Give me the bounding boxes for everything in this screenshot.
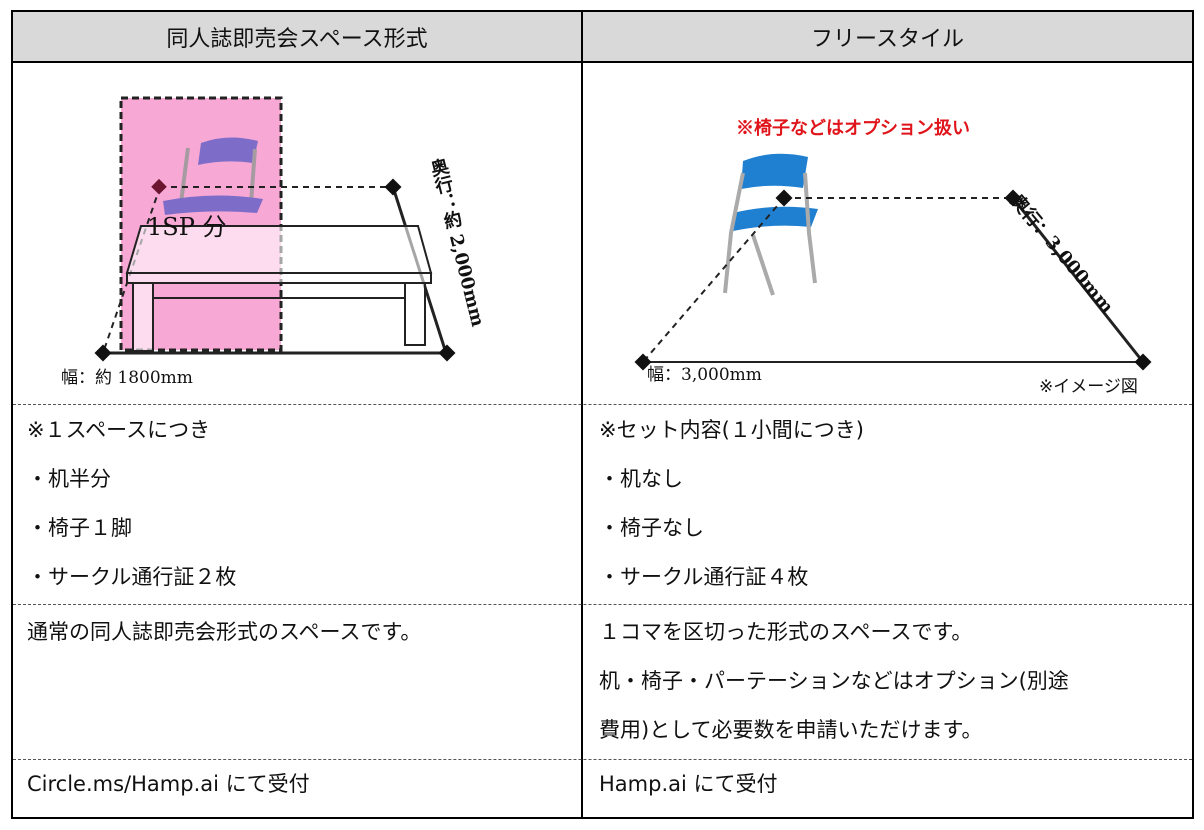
option-notice: ※椅子などはオプション扱い <box>736 118 970 139</box>
description-line: 費用)として必要数を申請いただけます。 <box>599 718 983 742</box>
comparison-table: 同人誌即売会スペース形式 フリースタイル <box>11 10 1194 819</box>
freestyle-space-diagram <box>634 153 1152 371</box>
doujinshi-space-diagram <box>94 96 456 362</box>
list-item: ・机なし <box>599 467 683 491</box>
header-left: 同人誌即売会スペース形式 <box>13 12 581 63</box>
left-items: ※１スペースにつき ・机半分 ・椅子１脚 ・サークル通行証２枚 <box>27 406 236 602</box>
column-divider <box>581 12 583 817</box>
list-item: ・椅子なし <box>599 516 704 540</box>
description-line: 通常の同人誌即売会形式のスペースです。 <box>27 620 422 644</box>
chair-icon <box>723 153 818 296</box>
list-item: ・サークル通行証４枚 <box>599 565 809 589</box>
desk-icon <box>125 225 433 352</box>
row-divider <box>13 604 1192 605</box>
right-width-label: 幅：3,000mm <box>647 365 762 385</box>
description-line: 机・椅子・パーテーションなどはオプション(別途 <box>599 669 1069 693</box>
left-width-label: 幅：約 1800mm <box>61 368 193 388</box>
left-reception: Circle.ms/Hamp.ai にて受付 <box>27 772 310 796</box>
row-divider <box>13 759 1192 760</box>
space-label: 1SP 分 <box>147 213 227 241</box>
right-items: ※セット内容(１小間につき) ・机なし ・椅子なし ・サークル通行証４枚 <box>599 406 864 602</box>
left-description: 通常の同人誌即売会形式のスペースです。 <box>27 608 421 657</box>
description-line: １コマを区切った形式のスペースです。 <box>599 620 973 644</box>
list-item: ・サークル通行証２枚 <box>27 565 237 589</box>
right-description: １コマを区切った形式のスペースです。 机・椅子・パーテーションなどはオプション(… <box>599 608 1069 755</box>
right-reception: Hamp.ai にて受付 <box>599 772 778 796</box>
header-right: フリースタイル <box>583 12 1192 63</box>
image-note: ※イメージ図 <box>1039 377 1138 397</box>
right-items-heading: ※セット内容(１小間につき) <box>599 418 864 442</box>
list-item: ・椅子１脚 <box>27 516 132 540</box>
chair-icon <box>163 137 263 215</box>
list-item: ・机半分 <box>27 467 111 491</box>
left-items-heading: ※１スペースにつき <box>27 418 211 442</box>
row-divider <box>13 404 1192 405</box>
